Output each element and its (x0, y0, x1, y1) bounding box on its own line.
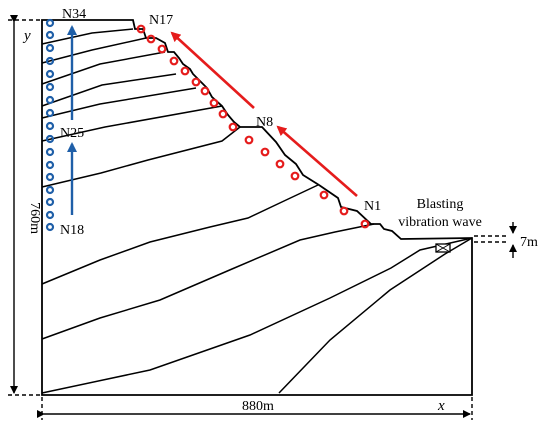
red-arrow-upper (170, 31, 255, 109)
monitoring-point (45, 147, 55, 157)
rock-layer-lines (41, 28, 473, 394)
label-n34: N34 (62, 7, 86, 22)
monitoring-point (45, 69, 55, 79)
monitoring-point (45, 197, 55, 207)
red-arrow-lower (276, 125, 358, 197)
monitoring-point (290, 171, 300, 181)
vertical-monitoring-points (45, 18, 55, 232)
monitoring-point (339, 206, 349, 216)
monitoring-point (45, 222, 55, 232)
layer-line (41, 184, 319, 285)
monitoring-point (180, 66, 190, 76)
layer-line (41, 37, 147, 64)
monitoring-point (45, 82, 55, 92)
label-n17: N17 (149, 13, 173, 28)
axis-label-y: y (22, 28, 31, 44)
monitoring-point (228, 122, 238, 132)
monitoring-point (45, 18, 55, 28)
monitoring-point (260, 147, 270, 157)
monitoring-point (45, 95, 55, 105)
bench-dimension (474, 222, 517, 258)
layer-line (278, 237, 473, 394)
monitoring-point (45, 160, 55, 170)
monitoring-point (191, 77, 201, 87)
monitoring-point (45, 30, 55, 40)
monitoring-point (275, 159, 285, 169)
width-dimension (37, 397, 473, 420)
axis-label-x: x (437, 398, 445, 414)
bench-height-label: 7m (520, 235, 538, 250)
layer-line (41, 223, 375, 340)
label-n8: N8 (256, 115, 273, 130)
width-label: 880m (242, 399, 274, 414)
monitoring-point (45, 134, 55, 144)
monitoring-point (45, 210, 55, 220)
monitoring-point (45, 172, 55, 182)
label-n1: N1 (364, 199, 381, 214)
slope-outline (41, 19, 473, 396)
monitoring-point (146, 34, 156, 44)
layer-line (41, 73, 177, 107)
monitoring-point (319, 190, 329, 200)
blasting-label-line2: vibration wave (398, 215, 482, 230)
monitoring-point (209, 98, 219, 108)
monitoring-point (45, 185, 55, 195)
monitoring-point (45, 56, 55, 66)
monitoring-point (360, 219, 370, 229)
monitoring-point (45, 43, 55, 53)
sensor-box-icon (435, 243, 451, 253)
monitoring-point (169, 56, 179, 66)
monitoring-point (200, 86, 210, 96)
monitoring-point (136, 24, 146, 34)
height-label: 760m (27, 202, 42, 234)
blasting-label-line1: Blasting (417, 197, 464, 212)
monitoring-point (157, 44, 167, 54)
monitoring-point (45, 121, 55, 131)
layer-line (41, 105, 223, 142)
layer-line (41, 237, 473, 394)
height-dimension (8, 15, 40, 396)
monitoring-point (218, 109, 228, 119)
face-monitoring-points (136, 24, 370, 229)
layer-line (41, 87, 197, 119)
monitoring-point (45, 108, 55, 118)
label-n25: N25 (60, 126, 84, 141)
label-n18: N18 (60, 223, 84, 238)
layer-line (41, 126, 241, 188)
monitoring-point (244, 135, 254, 145)
layer-line (41, 28, 134, 45)
layer-line (41, 51, 166, 85)
